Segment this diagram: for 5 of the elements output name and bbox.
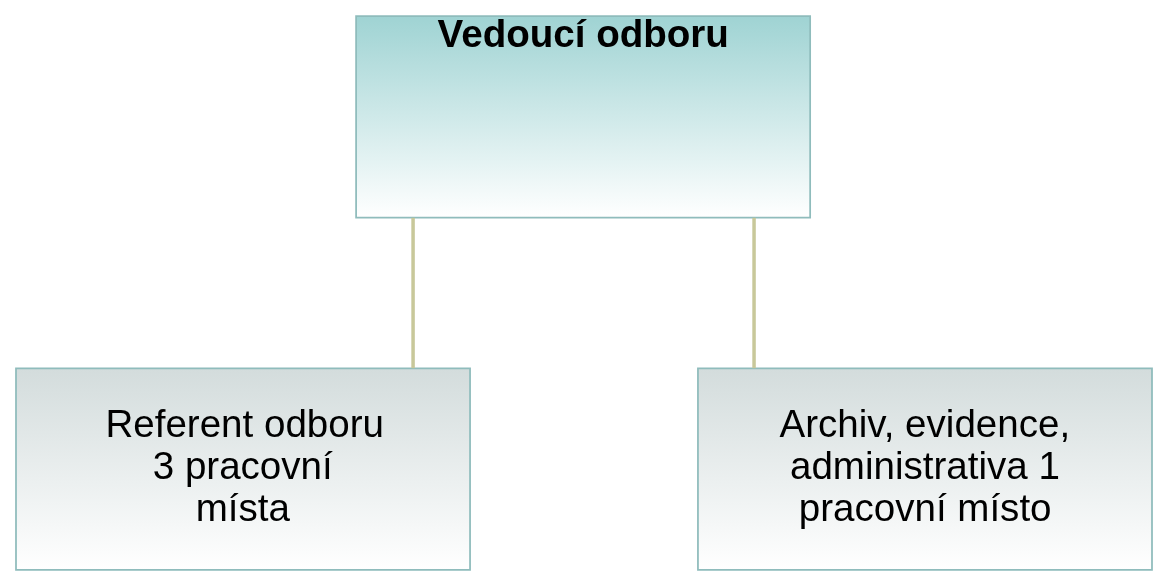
connector: [752, 217, 756, 368]
connector: [411, 217, 415, 368]
node-box: Vedoucí odboru: [355, 14, 812, 218]
node-box: Referent odboru 3 pracovní místa: [15, 367, 471, 571]
node-box: Archiv, evidence, administrativa 1 pracovní místo: [697, 367, 1153, 571]
